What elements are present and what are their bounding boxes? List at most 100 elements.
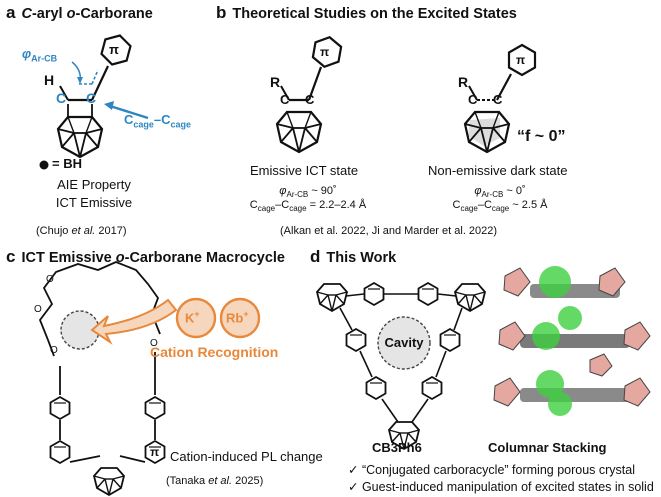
panel-a-title-end: -Carborane (75, 6, 153, 22)
cc1-c2: C (281, 199, 290, 211)
rb-symbol: Rb (226, 310, 244, 326)
o-atom-1: O (46, 274, 54, 285)
panel-a-title-aryl: -aryl (31, 6, 67, 22)
c-cage-label: Ccage–Ccage (124, 112, 191, 130)
dark-state-cc: Ccage–Ccage ~ 2.5 Å (452, 199, 548, 214)
panel-a-letter: a (6, 3, 16, 22)
panel-a-molecule (39, 31, 149, 170)
pi-label: π (109, 42, 119, 57)
cc1-c1: C (249, 199, 258, 211)
c-label-b4: C (493, 92, 503, 107)
hydrogen-label: H (44, 72, 55, 88)
bullet-1-text: “Conjugated carboracycle” forming porous… (361, 463, 636, 477)
phi-symbol: φ (22, 46, 32, 61)
aie-property-text: AIE Property (57, 177, 131, 192)
panel-b-molecule-ict (275, 33, 344, 154)
ccage-sub: cage (133, 119, 154, 130)
panel-c-title-pre: ICT Emissive (21, 250, 116, 266)
cite-c-pre: (Tanaka (166, 475, 209, 487)
cc1-sub2: cage (289, 204, 307, 214)
cc1-sub1: cage (257, 204, 276, 214)
panel-d-title: d This Work (310, 247, 396, 267)
pi-label-c: π (150, 445, 160, 459)
panel-c-title-o: o (115, 250, 125, 266)
panel-d-title-text: This Work (326, 250, 397, 266)
o-atom-4: O (150, 338, 158, 349)
panel-b-title: b Theoretical Studies on the Excited Stat… (216, 3, 517, 23)
panel-c-benzene-rings (49, 396, 166, 464)
dark-state-label: Non-emissive dark state (428, 163, 568, 178)
check-icon: ✓ (348, 480, 359, 494)
rb-charge: + (243, 309, 249, 319)
rb-ion-label: Rb+ (226, 309, 249, 325)
phi1-sym: φ (279, 185, 287, 197)
k-ion-label: K+ (185, 309, 200, 325)
panel-b-citation: (Alkan et al. 2022, Ji and Marder et al.… (280, 225, 498, 237)
cc2-sub1: cage (460, 204, 478, 214)
check-icon: ✓ (348, 463, 359, 477)
dark-state-phi: φAr-CB ~ 0˚ (430, 185, 570, 199)
phi-subscript: Ar-CB (31, 53, 58, 64)
k-charge: + (194, 309, 200, 319)
panel-c-citation: (Tanaka et al. 2025) (166, 475, 263, 487)
r1-label: R (270, 74, 281, 90)
panel-c-letter: c (6, 247, 16, 266)
bh-dot-icon (39, 160, 49, 170)
cc1-val: = 2.2–2.4 Å (306, 199, 367, 211)
cc2-c2: C (483, 199, 492, 211)
ict-emissive-text: ICT Emissive (55, 195, 133, 210)
pi-label-b1: π (320, 45, 330, 59)
cc2-val: ~ 2.5 Å (509, 199, 548, 211)
panel-d-macrocycle (316, 282, 486, 450)
o-atom-3: O (50, 345, 58, 356)
ccage-sub2: cage (170, 119, 192, 130)
ict-state-phi: φAr-CB ~ 90˚ (238, 185, 378, 199)
panel-d-letter: d (310, 247, 321, 266)
cite-c-etal: et al. (208, 475, 233, 487)
oscillator-strength-label: “f ~ 0” (517, 128, 566, 145)
pl-change-label: Cation-induced PL change (170, 449, 323, 464)
cc2-c1: C (452, 199, 461, 211)
cite-c-post: 2025) (232, 475, 264, 487)
c-label-b1: C (280, 92, 290, 107)
panel-a-citation: (Chujo et al. 2017) (36, 225, 127, 237)
cite-a-post: 2017) (95, 225, 127, 237)
phi1-sub: Ar-CB (286, 190, 309, 200)
c1-label: C (56, 90, 67, 106)
phi-ar-cb-label: φAr-CB (22, 46, 57, 64)
panel-a-title-o: o (66, 6, 76, 22)
panel-c-cage-icon (93, 467, 125, 496)
cation-recognition-label: Cation Recognition (150, 344, 279, 360)
columnar-stacking-image (493, 266, 651, 416)
panel-a-title-c: C (21, 6, 32, 22)
panel-b-title-text: Theoretical Studies on the Excited State… (232, 6, 517, 22)
bullet-2-text: Guest-induced manipulation of excited st… (358, 480, 654, 494)
phi2-sub: Ar-CB (481, 190, 504, 200)
c2-label: C (86, 90, 97, 106)
recognition-arrow-icon (90, 298, 178, 345)
r2-label: R (458, 74, 469, 90)
o-atom-2: O (34, 304, 42, 315)
cavity-label: Cavity (384, 335, 424, 350)
emissive-ict-state-label: Emissive ICT state (250, 163, 359, 178)
ccage-dash: –C (153, 112, 171, 127)
ccage-c: C (124, 112, 134, 127)
ict-state-cc: Ccage–Ccage = 2.2–2.4 Å (249, 199, 367, 214)
cb3ph6-label: CB3Ph6 (372, 440, 422, 455)
phi2-val: ~ 0˚ (503, 185, 526, 197)
c-label-b2: C (305, 92, 315, 107)
k-symbol: K (185, 310, 195, 326)
panel-b-molecule-dark (463, 43, 537, 154)
bh-legend: = BH (52, 156, 82, 171)
panel-c-title-end: -Carborane Macrocycle (124, 250, 285, 266)
pi-label-b2: π (516, 53, 526, 67)
bullet-2: ✓ Guest-induced manipulation of excited … (348, 479, 654, 494)
panel-c-title: c ICT Emissive o-Carborane Macrocycle (6, 247, 285, 267)
panel-b-letter: b (216, 3, 227, 22)
k-ion-circle (175, 297, 217, 339)
c-label-b3: C (468, 92, 478, 107)
phi1-val: ~ 90˚ (308, 185, 337, 197)
panel-c-macrocycle (38, 261, 161, 463)
